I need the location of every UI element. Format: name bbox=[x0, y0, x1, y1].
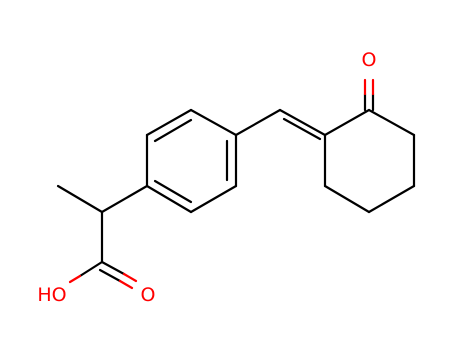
ring-bond-6 bbox=[145, 184, 193, 214]
bond-methyl bbox=[56, 184, 104, 214]
ketone-oxygen-label: O bbox=[362, 49, 377, 71]
bond-vinyl-double-outer bbox=[278, 108, 327, 137]
bond-carboxyl-oh bbox=[78, 260, 104, 278]
ring-inner-bond-c bbox=[153, 179, 193, 204]
bond-carbonyl-outer-o bbox=[122, 272, 138, 283]
ring-bond-3 bbox=[189, 108, 238, 137]
bond-carbonyl-inner bbox=[98, 268, 122, 283]
cyclohexanone-bond-1 bbox=[323, 108, 371, 137]
ring-inner-bond-a bbox=[153, 118, 193, 143]
ring-bond-2 bbox=[145, 108, 193, 137]
carbonyl-oxygen-label: O bbox=[141, 284, 156, 306]
cyclohexanone-bond-2 bbox=[367, 108, 416, 137]
bond-vinyl-double-inner bbox=[282, 117, 322, 141]
ring-bond-5 bbox=[189, 184, 238, 214]
bond-carbonyl-outer bbox=[100, 260, 126, 276]
bond-alpha-ring bbox=[100, 184, 149, 214]
hydroxyl-label: HO bbox=[37, 284, 66, 306]
bond-carbonyl-inner-o bbox=[118, 279, 134, 290]
bond-ring-vinyl bbox=[234, 108, 282, 137]
cyclohexanone-bond-4 bbox=[367, 184, 416, 214]
bond-carboxyl-oh-o bbox=[68, 274, 82, 284]
cyclohexanone-bond-5 bbox=[323, 184, 371, 214]
